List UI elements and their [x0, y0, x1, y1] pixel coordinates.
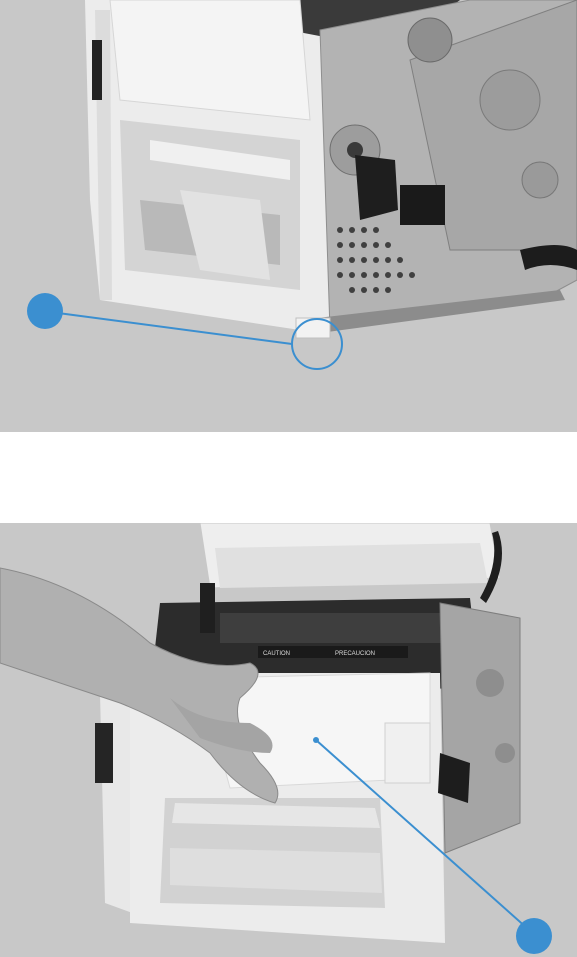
printer-front-photo: CAUTION PRECAUCION [0, 523, 577, 957]
callout-2-marker [516, 918, 552, 954]
caution-label-text-right: PRECAUCION [335, 651, 375, 657]
printer-side-photo [0, 0, 577, 432]
figure-gap [0, 432, 577, 523]
printer-side-illustration [0, 0, 577, 432]
callout-1-marker [27, 293, 63, 329]
printer-front-illustration: CAUTION PRECAUCION [0, 523, 577, 957]
caution-label-text-left: CAUTION [263, 651, 290, 657]
